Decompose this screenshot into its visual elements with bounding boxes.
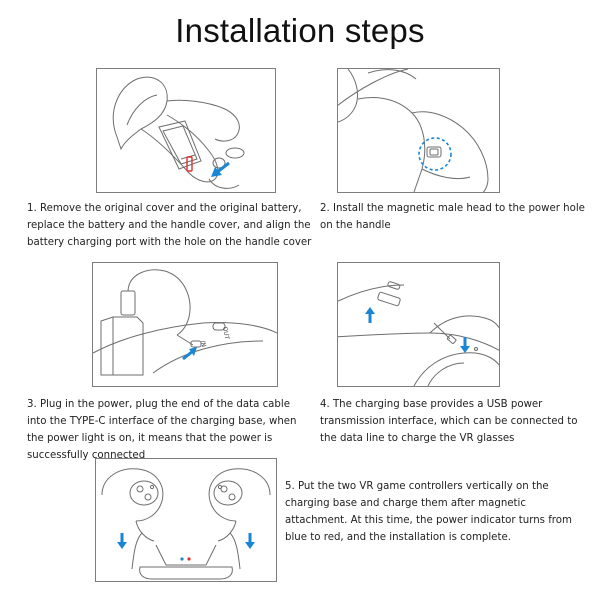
page-title: Installation steps bbox=[175, 12, 425, 49]
step-1-caption: 1. Remove the original cover and the ori… bbox=[27, 203, 312, 248]
step-4-caption: 4. The charging base provides a USB powe… bbox=[320, 399, 578, 444]
in-port-label: IN bbox=[199, 340, 207, 347]
step-3-drawing: IN OUT bbox=[93, 269, 277, 376]
arrow-icon bbox=[211, 161, 230, 177]
step-1-drawing bbox=[112, 76, 245, 189]
arrow-icon bbox=[365, 307, 375, 323]
step-3-illustration: IN OUT bbox=[92, 262, 278, 387]
step-1-illustration bbox=[96, 68, 276, 193]
step-5-drawing bbox=[101, 468, 271, 580]
step-2-drawing bbox=[338, 69, 489, 192]
step-4-illustration bbox=[337, 262, 500, 387]
step-2-illustration bbox=[337, 68, 500, 193]
step-2-caption: 2. Install the magnetic male head to the… bbox=[320, 203, 585, 231]
step-5-illustration bbox=[95, 458, 277, 582]
step-5-caption: 5. Put the two VR game controllers verti… bbox=[285, 481, 572, 543]
out-port-label: OUT bbox=[221, 326, 230, 340]
arrow-icon bbox=[460, 337, 470, 353]
arrow-icon bbox=[117, 533, 127, 549]
step-3-caption: 3. Plug in the power, plug the end of th… bbox=[27, 399, 297, 461]
step-4-drawing bbox=[338, 281, 499, 386]
arrow-icon bbox=[245, 533, 255, 549]
arrow-icon bbox=[182, 347, 197, 361]
